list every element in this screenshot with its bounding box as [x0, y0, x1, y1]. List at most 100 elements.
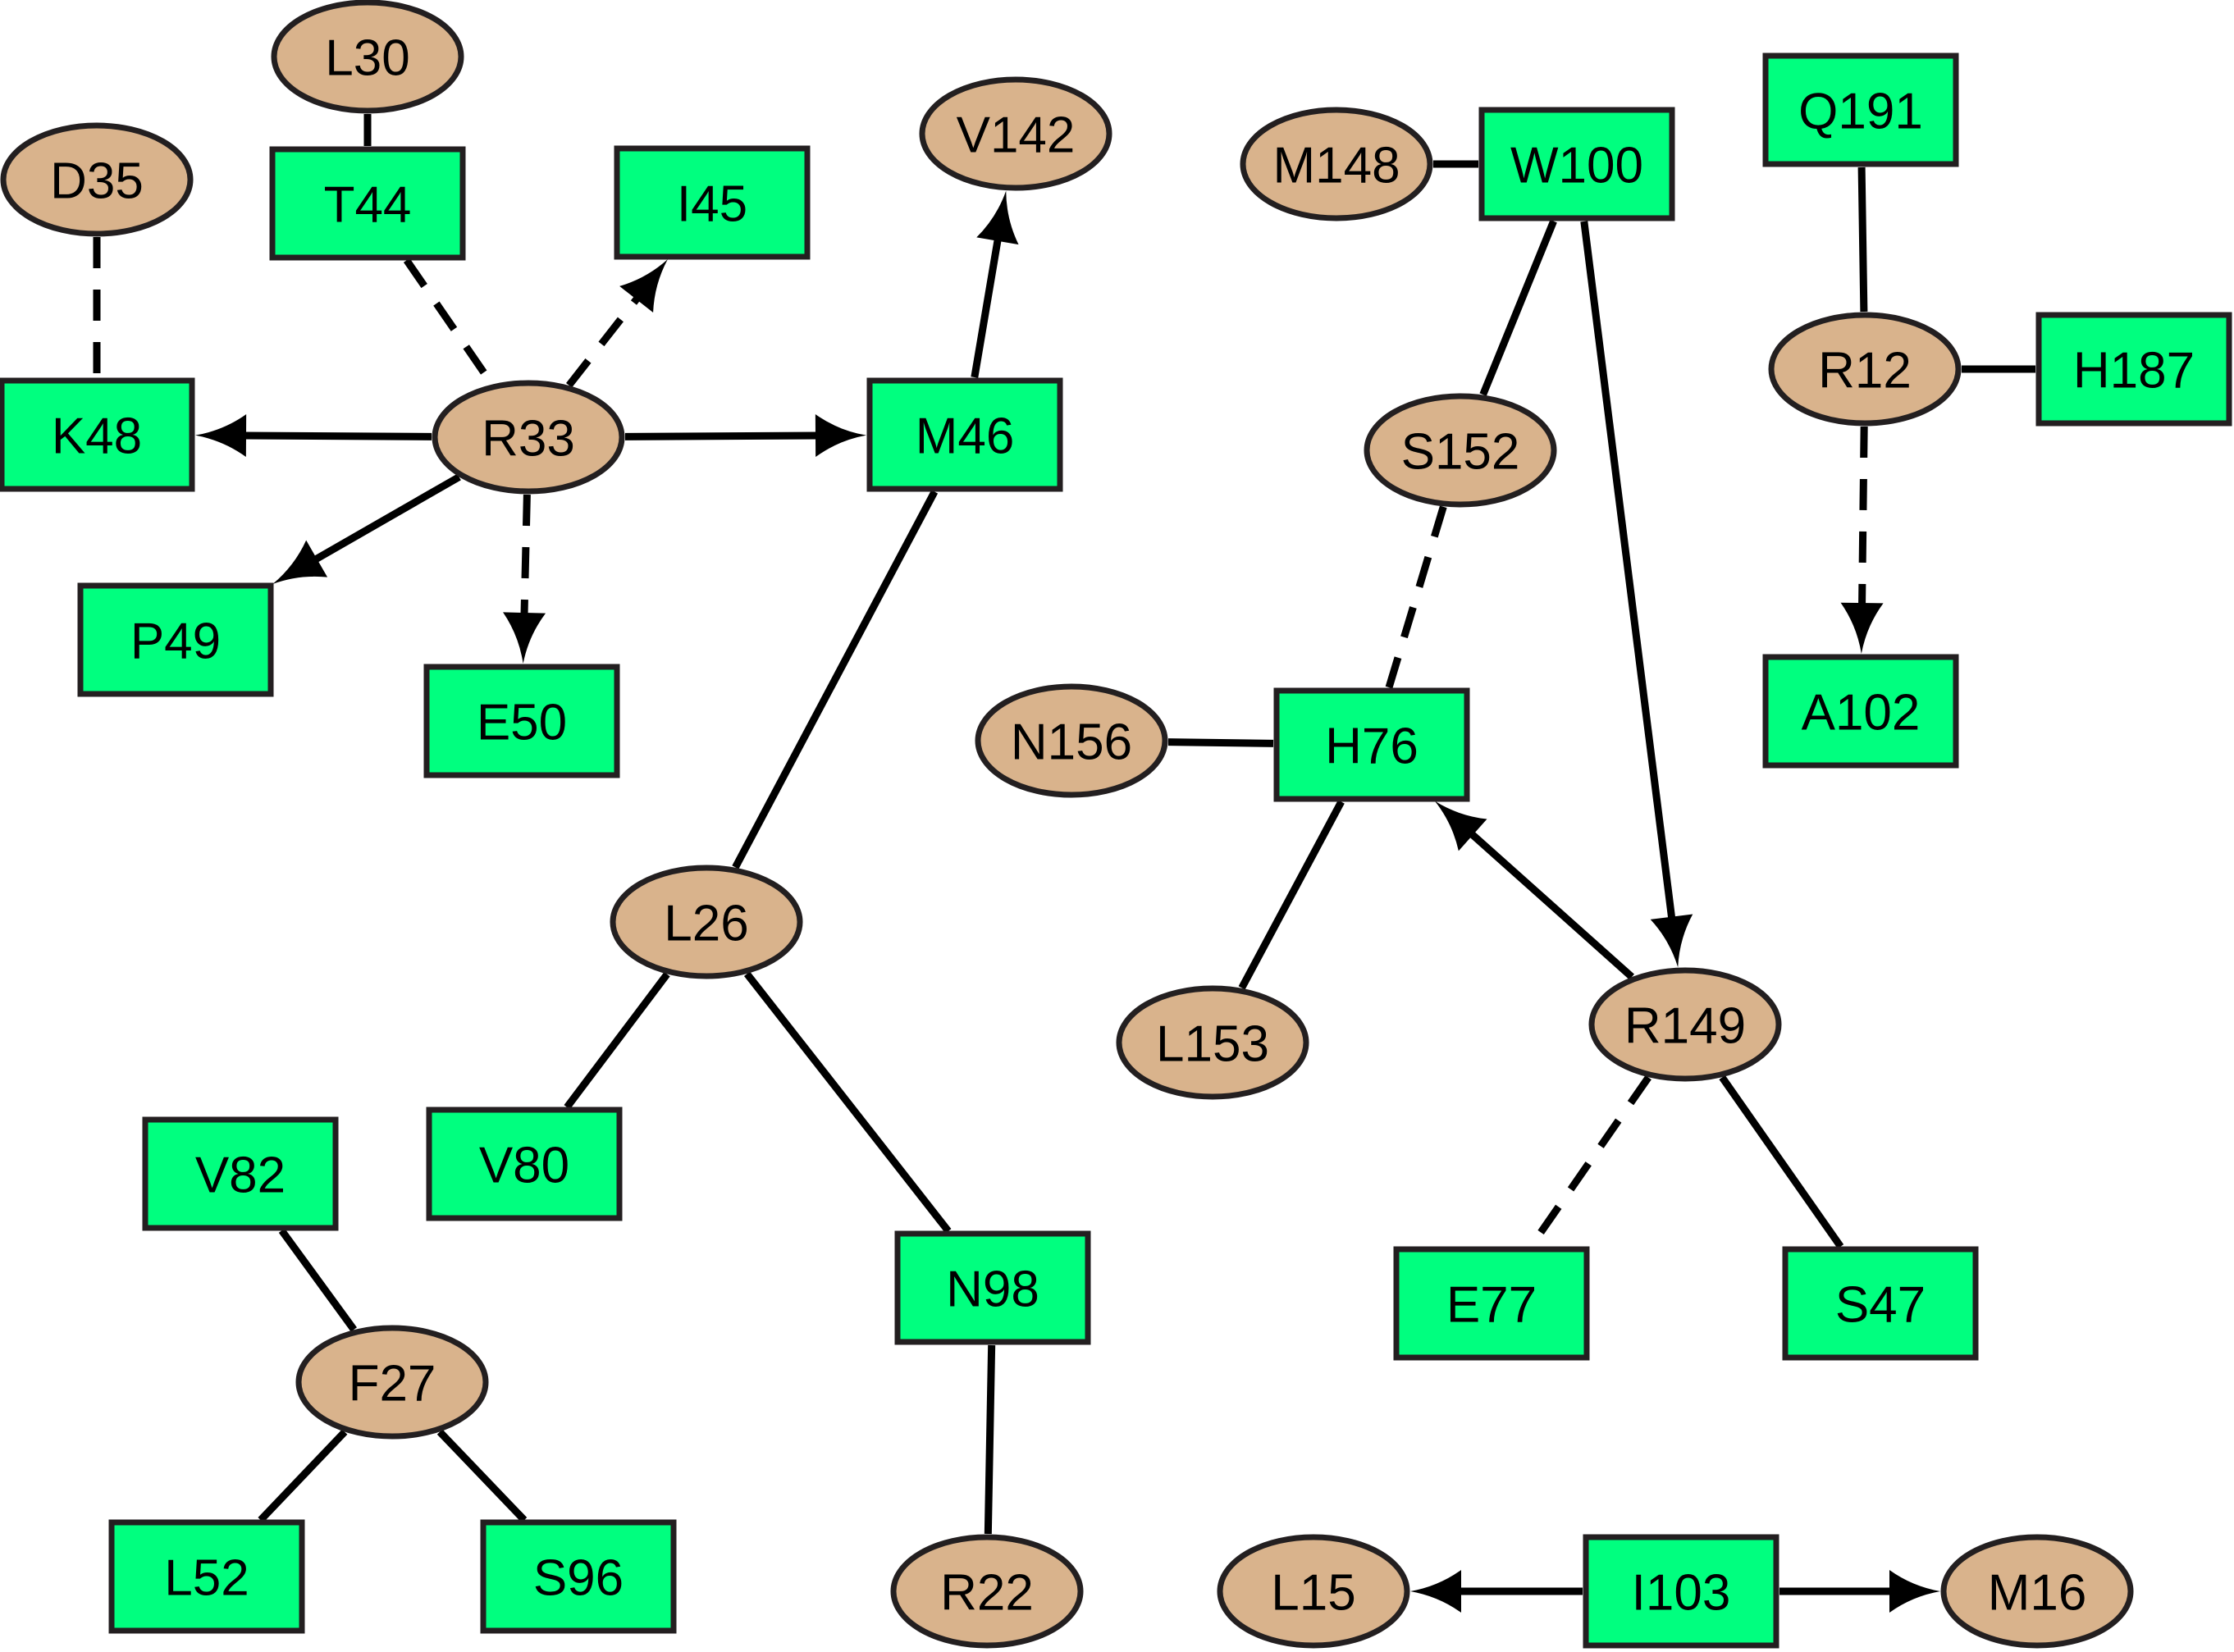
node-I45[interactable]: I45 — [614, 145, 811, 260]
arrowhead-icon — [1840, 602, 1884, 655]
node-label: D35 — [50, 153, 144, 210]
node-M46[interactable]: M46 — [866, 377, 1063, 492]
node-H187[interactable]: H187 — [2035, 312, 2232, 427]
node-N156[interactable]: N156 — [975, 683, 1168, 798]
box-node-shape — [1782, 1246, 1979, 1361]
edge-S152-H76 — [1385, 505, 1447, 689]
arrowhead-icon — [272, 540, 328, 585]
arrowhead-icon — [815, 414, 867, 458]
arrowhead-icon — [1410, 1570, 1461, 1613]
dashed-edge-line — [1858, 426, 1868, 609]
box-node-shape — [423, 664, 620, 778]
node-L153[interactable]: L153 — [1116, 985, 1309, 1100]
edge-R33-M46 — [624, 414, 867, 458]
node-L52[interactable]: L52 — [108, 1519, 305, 1634]
node-label: H187 — [2073, 343, 2195, 399]
node-label: N156 — [1011, 714, 1132, 771]
edge-R33-E50 — [503, 494, 546, 664]
ellipse-node-shape — [1768, 312, 1962, 427]
solid-edge-line — [743, 971, 952, 1234]
node-R33[interactable]: R33 — [432, 380, 625, 495]
solid-edge-line — [1466, 828, 1634, 980]
box-node-shape — [1273, 687, 1470, 802]
node-Q191[interactable]: Q191 — [1762, 52, 1959, 167]
arrowhead-icon — [976, 190, 1019, 245]
solid-edge-line — [1580, 221, 1676, 923]
node-E77[interactable]: E77 — [1393, 1246, 1590, 1361]
box-node-shape — [894, 1230, 1091, 1345]
arrowhead-icon — [1650, 914, 1693, 968]
node-M148[interactable]: M148 — [1240, 107, 1433, 221]
box-node-shape — [614, 145, 811, 260]
ellipse-node-shape — [1240, 107, 1433, 221]
dashed-edge-line — [566, 293, 642, 388]
edge-R12-A102 — [1840, 426, 1884, 655]
node-L15[interactable]: L15 — [1217, 1534, 1410, 1649]
edge-Q191-R12 — [1857, 167, 1868, 313]
node-label: E50 — [477, 695, 567, 751]
node-label: I103 — [1632, 1565, 1731, 1622]
ellipse-node-shape — [1364, 393, 1557, 508]
node-M16[interactable]: M16 — [1940, 1534, 2134, 1649]
solid-edge-line — [971, 235, 1003, 378]
node-L26[interactable]: L26 — [610, 865, 803, 979]
edge-W100-S152 — [1479, 220, 1557, 396]
box-node-shape — [1583, 1534, 1779, 1649]
node-N98[interactable]: N98 — [894, 1230, 1091, 1345]
box-node-shape — [77, 582, 274, 697]
solid-edge-line — [1719, 1075, 1844, 1249]
node-label: L52 — [164, 1550, 249, 1607]
node-label: P49 — [130, 614, 221, 670]
node-E50[interactable]: E50 — [423, 664, 620, 778]
edge-R33-I45 — [566, 259, 668, 388]
node-A102[interactable]: A102 — [1762, 654, 1959, 769]
solid-edge-line — [258, 1429, 348, 1523]
node-label: Q191 — [1798, 84, 1923, 140]
node-K48[interactable]: K48 — [0, 377, 195, 492]
edge-F27-L52 — [258, 1429, 348, 1523]
edge-M46-V142 — [971, 190, 1019, 378]
node-label: M148 — [1272, 138, 1400, 194]
box-node-shape — [2035, 312, 2232, 427]
node-V142[interactable]: V142 — [919, 76, 1112, 191]
edge-T44-R33 — [403, 258, 496, 386]
edge-M46-L26 — [732, 490, 939, 869]
node-T44[interactable]: T44 — [269, 146, 466, 261]
node-F27[interactable]: F27 — [295, 1325, 489, 1440]
solid-edge-line — [1857, 167, 1868, 313]
node-I103[interactable]: I103 — [1583, 1534, 1779, 1649]
node-S47[interactable]: S47 — [1782, 1246, 1979, 1361]
node-W100[interactable]: W100 — [1478, 107, 1675, 221]
box-node-shape — [0, 377, 195, 492]
arrowhead-icon — [619, 259, 668, 313]
node-D35[interactable]: D35 — [0, 122, 194, 237]
node-L30[interactable]: L30 — [271, 0, 464, 114]
node-label: V142 — [957, 107, 1076, 164]
node-label: E77 — [1446, 1277, 1537, 1334]
arrowhead-icon — [503, 612, 546, 664]
node-S96[interactable]: S96 — [480, 1519, 677, 1634]
edge-L26-N98 — [743, 971, 952, 1234]
node-label: L15 — [1271, 1565, 1355, 1622]
edge-W100-R149 — [1580, 221, 1693, 968]
node-V80[interactable]: V80 — [426, 1107, 623, 1221]
node-label: S152 — [1401, 424, 1520, 481]
solid-edge-line — [310, 473, 461, 565]
box-node-shape — [1762, 654, 1959, 769]
node-label: S96 — [533, 1550, 624, 1607]
edge-R149-E77 — [1528, 1075, 1652, 1249]
box-node-shape — [108, 1519, 305, 1634]
node-R22[interactable]: R22 — [890, 1534, 1084, 1649]
solid-edge-line — [732, 490, 939, 869]
ellipse-node-shape — [1116, 985, 1309, 1100]
node-R149[interactable]: R149 — [1588, 967, 1782, 1082]
node-V82[interactable]: V82 — [142, 1116, 339, 1231]
solid-edge-line — [984, 1344, 996, 1535]
edge-R33-P49 — [272, 473, 461, 585]
node-P49[interactable]: P49 — [77, 582, 274, 697]
node-H76[interactable]: H76 — [1273, 687, 1470, 802]
node-S152[interactable]: S152 — [1364, 393, 1557, 508]
node-R12[interactable]: R12 — [1768, 312, 1962, 427]
solid-edge-line — [436, 1429, 528, 1523]
